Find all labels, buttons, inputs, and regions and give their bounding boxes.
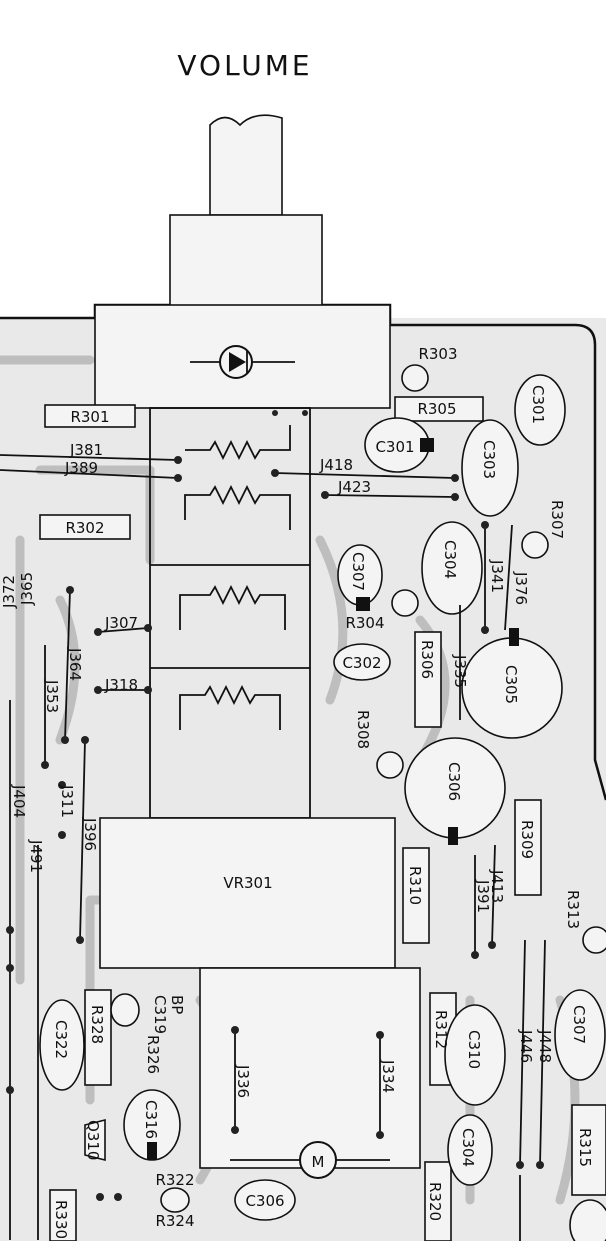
label-bp: BP: [168, 995, 186, 1014]
label-r303: R303: [418, 345, 457, 363]
label-r306: R306: [418, 640, 436, 679]
label-r304: R304: [345, 614, 384, 632]
label-j491: J491: [27, 839, 45, 873]
pads: [6, 410, 544, 1201]
label-r301: R301: [70, 408, 109, 426]
label-j391: J391: [474, 879, 492, 913]
label-r309: R309: [518, 820, 536, 859]
label-j376: J376: [512, 571, 530, 605]
label-j396: J396: [81, 817, 99, 851]
label-c307-right: C307: [570, 1005, 588, 1044]
label-j336: J336: [234, 1064, 252, 1098]
vr301-body: [99, 817, 396, 969]
vertical-labels-down: R307 R306 R308 R309 R310 R312 R313 R315 …: [10, 385, 594, 1239]
led-icon: [190, 345, 295, 379]
label-c306-lower: C306: [245, 1192, 284, 1210]
label-c301-right: C301: [529, 385, 547, 424]
label-j364: J364: [66, 647, 84, 681]
label-c310: C310: [465, 1030, 483, 1069]
label-j318: J318: [104, 676, 138, 694]
label-r330: R330: [52, 1200, 70, 1239]
volume-knob-shaft: [94, 114, 391, 409]
label-c302-vert: C307: [349, 552, 367, 591]
label-r307: R307: [548, 500, 566, 539]
label-c303: C303: [480, 440, 498, 479]
label-c319: C319: [151, 995, 169, 1034]
label-j334: J334: [379, 1059, 397, 1093]
label-j389: J389: [64, 459, 98, 477]
label-c304-lower: C304: [459, 1128, 477, 1167]
label-r302: R302: [65, 519, 104, 537]
label-j413: J413: [488, 869, 506, 903]
test-points: [376, 364, 606, 954]
label-c304: C304: [441, 540, 459, 579]
label-r310: R310: [406, 866, 424, 905]
label-r326: R326: [144, 1035, 162, 1074]
label-c322: C322: [52, 1020, 70, 1059]
label-j353: J353: [43, 679, 61, 713]
component-labels: R301 R302 R303 R304 R305 R322 R324 C301 …: [64, 345, 458, 1230]
label-vr301: VR301: [223, 874, 272, 892]
label-r328: R328: [88, 1005, 106, 1044]
label-j448: J448: [536, 1029, 554, 1063]
motor-symbol: [230, 1141, 390, 1179]
label-r313: R313: [564, 890, 582, 929]
label-c302: C302: [342, 654, 381, 672]
vertical-labels-up: J372 J365: [0, 572, 36, 609]
label-j423: J423: [337, 478, 371, 496]
title: VOLUME: [177, 49, 312, 82]
label-r315: R315: [576, 1128, 594, 1167]
q310-symbol: [84, 1118, 106, 1162]
label-j311: J311: [58, 784, 76, 818]
polarity-marks: [147, 438, 519, 1160]
label-j404: J404: [10, 784, 28, 818]
label-j446: J446: [517, 1029, 535, 1063]
label-j341: J341: [488, 559, 506, 593]
label-motor: M: [312, 1153, 325, 1171]
label-c305: C305: [502, 665, 520, 704]
label-j381: J381: [69, 441, 103, 459]
label-c306: C306: [445, 762, 463, 801]
label-r324: R324: [155, 1212, 194, 1230]
label-c316: C316: [142, 1100, 160, 1139]
label-j335: J335: [451, 654, 469, 688]
label-r322: R322: [155, 1171, 194, 1189]
capacitors: [39, 374, 606, 1241]
label-j418: J418: [319, 456, 353, 474]
label-j307: J307: [104, 614, 138, 632]
label-r308: R308: [354, 710, 372, 749]
label-j372: J372: [0, 575, 18, 609]
label-r312: R312: [432, 1010, 450, 1049]
label-q310: Q310: [84, 1120, 102, 1160]
label-r305: R305: [417, 400, 456, 418]
label-j365: J365: [18, 572, 36, 606]
label-c301: C301: [375, 438, 414, 456]
label-r320: R320: [426, 1182, 444, 1221]
